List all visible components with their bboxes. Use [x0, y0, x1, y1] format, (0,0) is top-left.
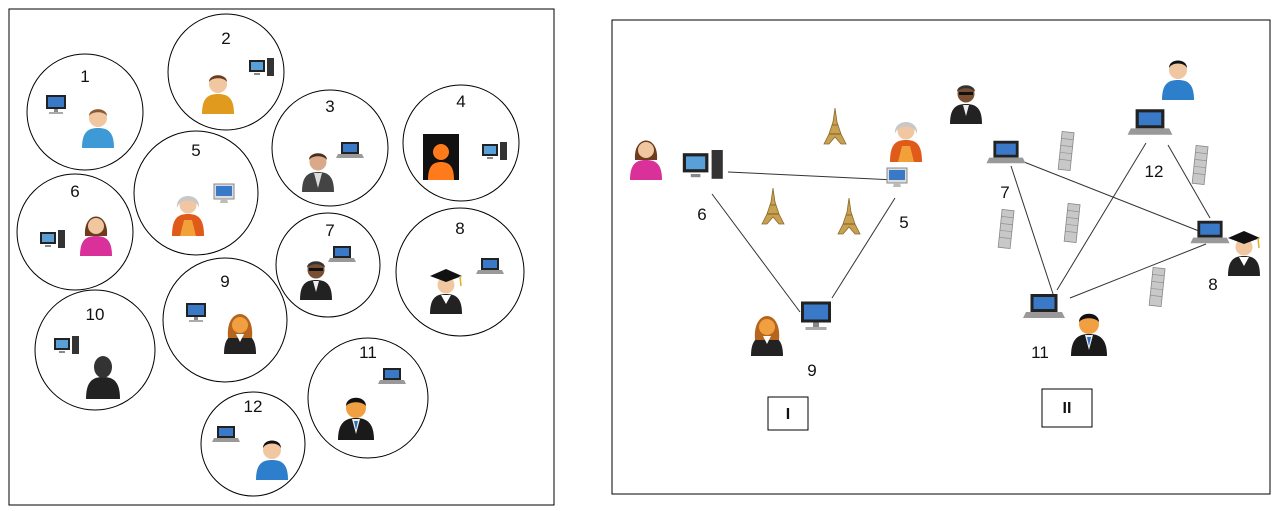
left-node-6: 6 — [16, 173, 134, 291]
node-label: 4 — [456, 92, 465, 111]
left-node-8: 8 — [395, 207, 525, 337]
edge-6-5 — [727, 171, 897, 181]
person-icon — [1162, 60, 1194, 100]
node-label: 5 — [899, 213, 908, 232]
node-label: 1 — [80, 67, 89, 86]
node-label: 8 — [455, 219, 464, 238]
node-label: 7 — [1000, 183, 1009, 202]
person-icon — [890, 122, 922, 162]
right-node-9: 9 — [751, 301, 831, 380]
leaning-tower-icon — [1063, 203, 1081, 243]
person-icon — [423, 134, 459, 180]
left-node-5: 5 — [133, 130, 259, 256]
edge-8-11 — [1069, 243, 1207, 299]
left-node-2: 2 — [167, 13, 285, 131]
laptop-icon — [1190, 220, 1230, 244]
person-icon — [1227, 230, 1261, 277]
node-label: 6 — [697, 205, 706, 224]
laptop-icon — [1127, 109, 1173, 135]
node-label: 10 — [86, 305, 105, 324]
right-node-12: 12 — [1127, 60, 1194, 181]
node-label: 5 — [191, 141, 200, 160]
left-panel-frame — [8, 8, 555, 506]
group-label-II: II — [1041, 388, 1093, 428]
svg-text:II: II — [1063, 400, 1072, 417]
leaning-tower-icon — [1191, 145, 1209, 185]
right-node-5: 5 — [886, 122, 922, 232]
group-1-edges — [711, 171, 897, 313]
left-node-7: 7 — [275, 212, 381, 318]
edge-7-8 — [1023, 161, 1205, 234]
node-label: 8 — [1208, 275, 1217, 294]
desktop-monitor-icon — [801, 301, 831, 330]
edge-7-11 — [1010, 165, 1056, 301]
node-label: 3 — [325, 97, 334, 116]
left-node-12: 12 — [200, 391, 306, 497]
person-icon — [1071, 313, 1107, 356]
node-label: 7 — [325, 221, 334, 240]
edge-5-9 — [831, 197, 896, 299]
node-label: 9 — [807, 361, 816, 380]
right-panel-frame — [611, 19, 1271, 495]
node-label: 11 — [1031, 343, 1049, 362]
node-label: 11 — [359, 343, 377, 362]
desktop-tower-icon — [682, 150, 723, 179]
laptop-icon — [986, 140, 1026, 164]
eiffel-tower-icon — [823, 107, 847, 145]
node-label: 12 — [244, 397, 263, 416]
right-node-6: 6 — [630, 140, 723, 224]
leaning-tower-icon — [1148, 267, 1166, 307]
node-label: 6 — [70, 182, 79, 201]
person-icon — [630, 140, 662, 180]
left-node-3: 3 — [271, 89, 389, 207]
svg-text:I: I — [786, 406, 790, 423]
left-node-10: 10 — [34, 289, 156, 411]
eiffel-tower-icon — [761, 187, 785, 225]
right-node-7: 7 — [950, 85, 1026, 202]
imac-icon — [886, 167, 908, 188]
node-label: 9 — [220, 272, 229, 291]
group-2-edges — [1010, 142, 1211, 301]
left-node-1: 1 — [26, 53, 144, 171]
left-node-11: 11 — [307, 337, 429, 459]
left-node-9: 9 — [162, 257, 288, 383]
right-node-11: 11 — [1023, 294, 1107, 362]
group-label-I: I — [767, 396, 809, 431]
left-node-4: 4 — [402, 84, 520, 202]
person-icon — [950, 85, 982, 124]
edge-12-8 — [1167, 144, 1211, 219]
person-icon — [751, 316, 783, 356]
eiffel-tower-icon — [837, 197, 861, 235]
edge-6-9 — [711, 193, 801, 313]
edge-12-11 — [1056, 142, 1147, 291]
right-node-8: 8 — [1190, 220, 1261, 294]
laptop-icon — [1023, 294, 1065, 318]
leaning-tower-icon — [1057, 131, 1075, 171]
leaning-tower-icon — [997, 209, 1015, 249]
node-label: 2 — [221, 29, 230, 48]
node-label: 12 — [1145, 162, 1164, 181]
